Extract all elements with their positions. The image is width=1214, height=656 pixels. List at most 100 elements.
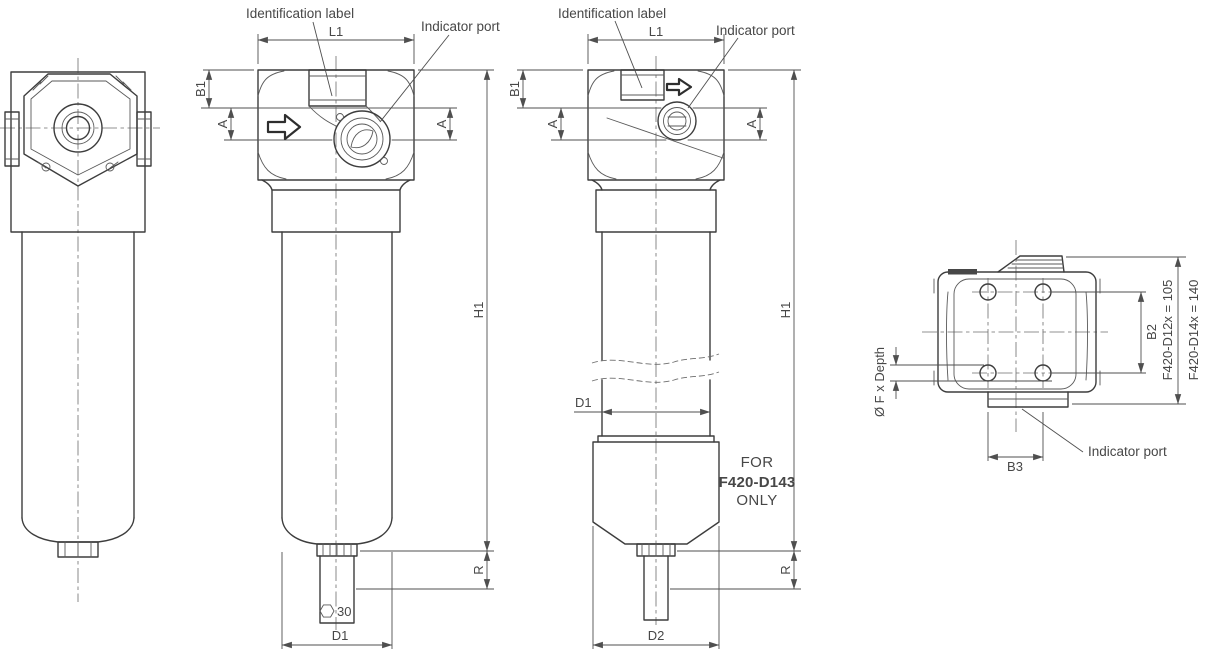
note-only: ONLY	[736, 492, 777, 509]
long-neck-bowl	[591, 179, 721, 621]
label-boss	[948, 255, 1065, 275]
dim-label-l1: L1	[329, 24, 343, 39]
identification-label-text: Identification label	[246, 6, 354, 21]
port-bore-lines	[587, 107, 725, 141]
casting-lug	[105, 162, 115, 172]
dim-label-b1: B1	[193, 81, 208, 97]
hex-across-flats-icon	[319, 604, 335, 618]
port-extension-lines	[517, 107, 767, 141]
dim-label-b2: B2	[1144, 324, 1159, 340]
dim-b3: B3	[987, 412, 1044, 474]
head-fillets	[587, 70, 725, 180]
dim-b1: B1	[193, 69, 254, 109]
dim-f-depth: Ø F x Depth	[872, 347, 1052, 417]
identification-label-plate	[308, 69, 367, 107]
dim-label-h1: H1	[471, 302, 486, 319]
bowl-walls	[21, 231, 135, 519]
dim-label-a-left: A	[545, 119, 560, 128]
figure-top-view: B2 F420-D12x = 105 F420-D14x = 140 Ø F x…	[872, 240, 1201, 474]
dim-extent: F420-D12x = 105 F420-D14x = 140	[1066, 256, 1201, 405]
neck-fillets	[591, 179, 721, 191]
long-head	[587, 69, 725, 181]
dim-label-l1: L1	[649, 24, 663, 39]
dim-label-d1: D1	[575, 395, 592, 410]
indicator-port-leader	[687, 37, 739, 109]
front-neck-bowl	[261, 179, 411, 624]
bolt-hole	[979, 283, 997, 301]
flow-arrow-icon	[665, 77, 693, 97]
casting-lug	[41, 162, 51, 172]
indicator-port-label: Indicator port	[716, 23, 795, 38]
side-view-bowl	[21, 231, 135, 558]
dim-label-r: R	[471, 565, 486, 574]
head-parting-line	[606, 117, 724, 159]
dim-label-extent-d12x: F420-D12x = 105	[1160, 280, 1175, 381]
dim-h1: H1	[418, 69, 494, 552]
dim-label-a-right: A	[434, 119, 449, 128]
indicator-port-leader	[1021, 408, 1084, 453]
dim-a-left: A	[215, 107, 235, 141]
identification-label-plate	[620, 69, 665, 101]
figure-long-view: L1 B1 A A H1 D1 R D2 FOR F420-D143 ONLY …	[507, 6, 801, 649]
dim-label-d1: D1	[332, 628, 349, 643]
bowl-adapter	[271, 189, 401, 233]
tube-walls	[601, 231, 711, 437]
dim-r: R	[670, 550, 801, 590]
bowl-walls	[281, 231, 393, 519]
body-outline	[937, 271, 1097, 393]
break-line-lower	[591, 371, 720, 383]
dim-a-left: A	[545, 107, 565, 141]
identification-label-edge	[948, 269, 977, 275]
dim-b2: B2	[1052, 291, 1159, 374]
side-port-circle-mid	[61, 111, 95, 145]
indicator-port-icon	[333, 110, 391, 168]
bolt-holes	[979, 283, 1052, 382]
bolt-hole-centerlines	[972, 278, 1059, 388]
identification-label-text: Identification label	[558, 6, 666, 21]
indicator-port-boss	[987, 391, 1069, 408]
dim-label-a-right: A	[744, 119, 759, 128]
dim-d1-mid: D1	[574, 395, 711, 416]
dim-l1: L1	[257, 24, 415, 64]
figure-front-view: L1 B1 A A H1 R 30 D1 Identification labe…	[193, 6, 500, 649]
dim-r: R	[356, 550, 494, 590]
thread-section	[316, 543, 358, 557]
dim-a-right: A	[434, 107, 454, 141]
side-tab-left	[4, 111, 20, 167]
dim-hex: 30	[319, 604, 351, 619]
side-port-circle-outer	[53, 103, 103, 153]
dim-label-r: R	[778, 565, 793, 574]
dim-l1: L1	[587, 24, 725, 64]
dim-d1: D1	[281, 552, 393, 649]
dim-label-h1: H1	[778, 302, 793, 319]
bowl-dome	[281, 517, 393, 545]
body-inner-contour	[953, 278, 1077, 390]
port-extension-lines	[201, 107, 457, 141]
chamfer-ticks	[32, 75, 132, 169]
head-fillets	[257, 70, 415, 180]
model-note: FOR F420-D143 ONLY	[719, 454, 796, 509]
dim-label-a-left: A	[215, 119, 230, 128]
top-view-body	[933, 255, 1101, 408]
figure-side-view	[0, 58, 160, 602]
dim-label-hex-size: 30	[337, 604, 351, 619]
dim-d2: D2	[592, 526, 720, 649]
head-octagon-inner	[30, 80, 131, 176]
drain-plug	[57, 541, 99, 558]
bolt-hole	[1034, 283, 1052, 301]
identification-label-leader	[312, 21, 333, 97]
flow-arrow-icon	[266, 113, 302, 141]
side-port-circle-inner	[65, 115, 91, 141]
bowl-adapter	[595, 189, 717, 233]
dim-label-b3: B3	[1007, 459, 1023, 474]
indicator-port-icon	[657, 101, 697, 141]
dim-h1: H1	[728, 69, 801, 552]
break-line-upper	[591, 353, 720, 365]
dim-label-d2: D2	[648, 628, 665, 643]
spigot	[643, 555, 669, 621]
dim-label-extent-d14x: F420-D14x = 140	[1186, 280, 1201, 381]
indicator-port-label: Indicator port	[421, 19, 500, 34]
head-block-outline	[10, 71, 146, 233]
